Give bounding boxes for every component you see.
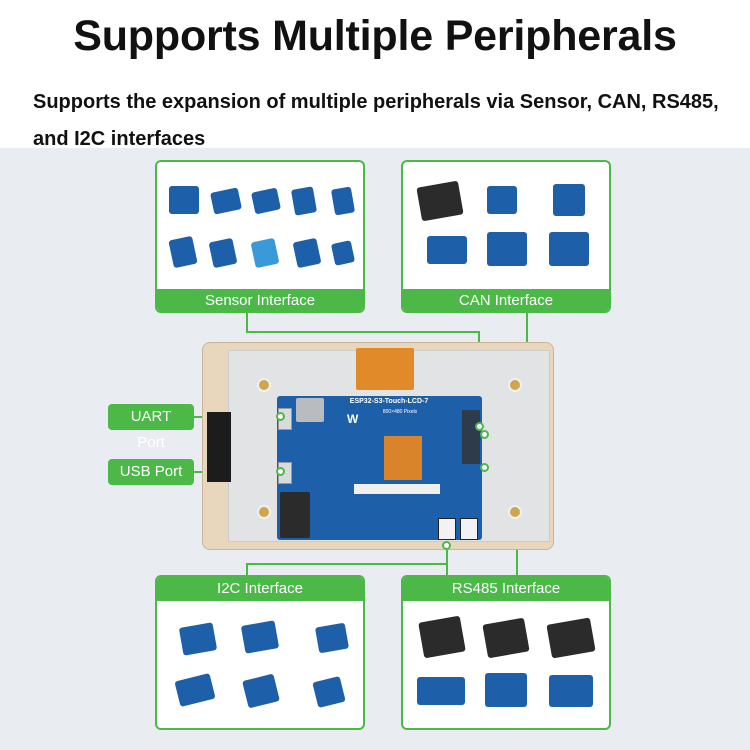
- mount-hole: [508, 378, 522, 392]
- can-module: [549, 232, 589, 266]
- can-interface-panel: CAN Interface: [401, 160, 611, 313]
- can-terminal: [462, 410, 480, 464]
- i2c-module: [312, 675, 346, 709]
- mount-hole: [257, 378, 271, 392]
- rs485-module: [482, 617, 530, 659]
- sensor-module: [208, 237, 238, 269]
- rs485-interface-label: RS485 Interface: [403, 577, 609, 601]
- wire-i2c-v2: [246, 563, 248, 579]
- page-subtitle: Supports the expansion of multiple perip…: [33, 91, 719, 150]
- can-module: [487, 232, 527, 266]
- sensor-connector-dot: [475, 422, 484, 431]
- rs485-interface-panel: RS485 Interface: [401, 575, 611, 730]
- can-module: [416, 180, 464, 222]
- wire-sensor-v: [246, 313, 248, 333]
- mount-hole: [508, 505, 522, 519]
- rs485-module: [549, 675, 593, 707]
- board-name: ESP32-S3-Touch-LCD-7: [349, 398, 429, 405]
- i2c-interface-panel: I2C Interface: [155, 575, 365, 730]
- sensor-interface-label: Sensor Interface: [157, 289, 363, 311]
- usb-connector-dot: [276, 467, 285, 476]
- sd-card-slot: [296, 398, 324, 422]
- rs485-connector-dot: [480, 463, 489, 472]
- can-interface-label: CAN Interface: [403, 289, 609, 311]
- esp32-module: [280, 492, 310, 538]
- i2c-camera-module: [314, 622, 350, 654]
- can-module: [553, 184, 585, 216]
- rs485-module: [546, 617, 596, 659]
- rs485-module: [485, 673, 527, 707]
- rs485-module: [417, 677, 465, 705]
- page-title: Supports Multiple Peripherals: [73, 12, 677, 60]
- can-module: [487, 186, 517, 214]
- sensor-module: [330, 186, 356, 216]
- humidity-sensor-module: [250, 237, 280, 269]
- i2c-module: [240, 620, 280, 654]
- side-connector: [207, 412, 231, 482]
- uart-connector-dot: [276, 412, 285, 421]
- uart-port-label: UART Port: [108, 404, 194, 451]
- i2c-module: [242, 673, 280, 709]
- wire-i2c-h: [446, 545, 448, 579]
- mount-hole: [257, 505, 271, 519]
- sound-sensor-module: [250, 187, 282, 215]
- i2c-module: [174, 673, 216, 707]
- board-fpc: [384, 436, 422, 480]
- i2c-module: [178, 622, 218, 656]
- sensor-module: [168, 235, 198, 269]
- sensor-module: [210, 187, 242, 215]
- gas-sensor-module: [169, 186, 199, 214]
- can-module: [427, 236, 467, 264]
- sensor-module: [290, 186, 318, 216]
- usb-port-label: USB Port: [108, 459, 194, 485]
- board-ribbon-connector: [354, 484, 440, 494]
- rs485-header: [460, 518, 478, 540]
- rs485-module: [418, 615, 466, 659]
- wire-sensor-h: [246, 331, 480, 333]
- sensor-module: [330, 240, 356, 266]
- sensor-module: [292, 237, 322, 269]
- i2c-header: [438, 518, 456, 540]
- i2c-connector-dot: [442, 541, 451, 550]
- wire-i2c-v: [246, 563, 448, 565]
- can-connector-dot: [480, 430, 489, 439]
- i2c-interface-label: I2C Interface: [157, 577, 363, 601]
- sensor-interface-panel: Sensor Interface: [155, 160, 365, 313]
- waveshare-logo: W: [347, 412, 359, 426]
- fpc-cable: [356, 348, 414, 390]
- board-resolution: 800×480 Pixels: [382, 409, 418, 415]
